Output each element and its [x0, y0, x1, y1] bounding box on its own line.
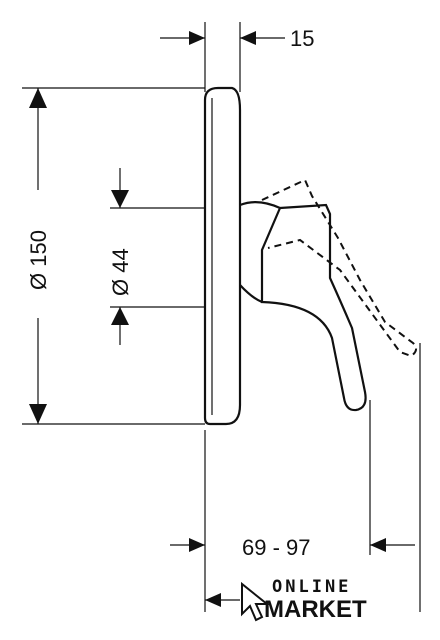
cursor-icon	[241, 581, 270, 622]
projection-range-label: 69 - 97	[242, 535, 311, 560]
lever-alternate-position	[261, 178, 417, 358]
dimension-projection-range: 69 - 97	[170, 535, 415, 607]
wall-plate	[203, 86, 242, 426]
body-diameter-label: Ø 44	[108, 248, 133, 296]
mixer-lever	[239, 201, 367, 412]
logo-line-online: ONLINE	[272, 577, 351, 597]
online-market-logo: ONLINE MARKET	[241, 577, 367, 623]
plate-diameter-label: Ø 150	[26, 230, 51, 290]
dimension-body-diameter: Ø 44	[108, 168, 133, 345]
logo-line-market: MARKET	[264, 596, 367, 623]
extension-lines	[22, 22, 421, 612]
dimension-plate-depth: 15	[160, 26, 314, 51]
dimension-plate-diameter: Ø 150	[26, 88, 51, 424]
plate-depth-label: 15	[290, 26, 314, 51]
